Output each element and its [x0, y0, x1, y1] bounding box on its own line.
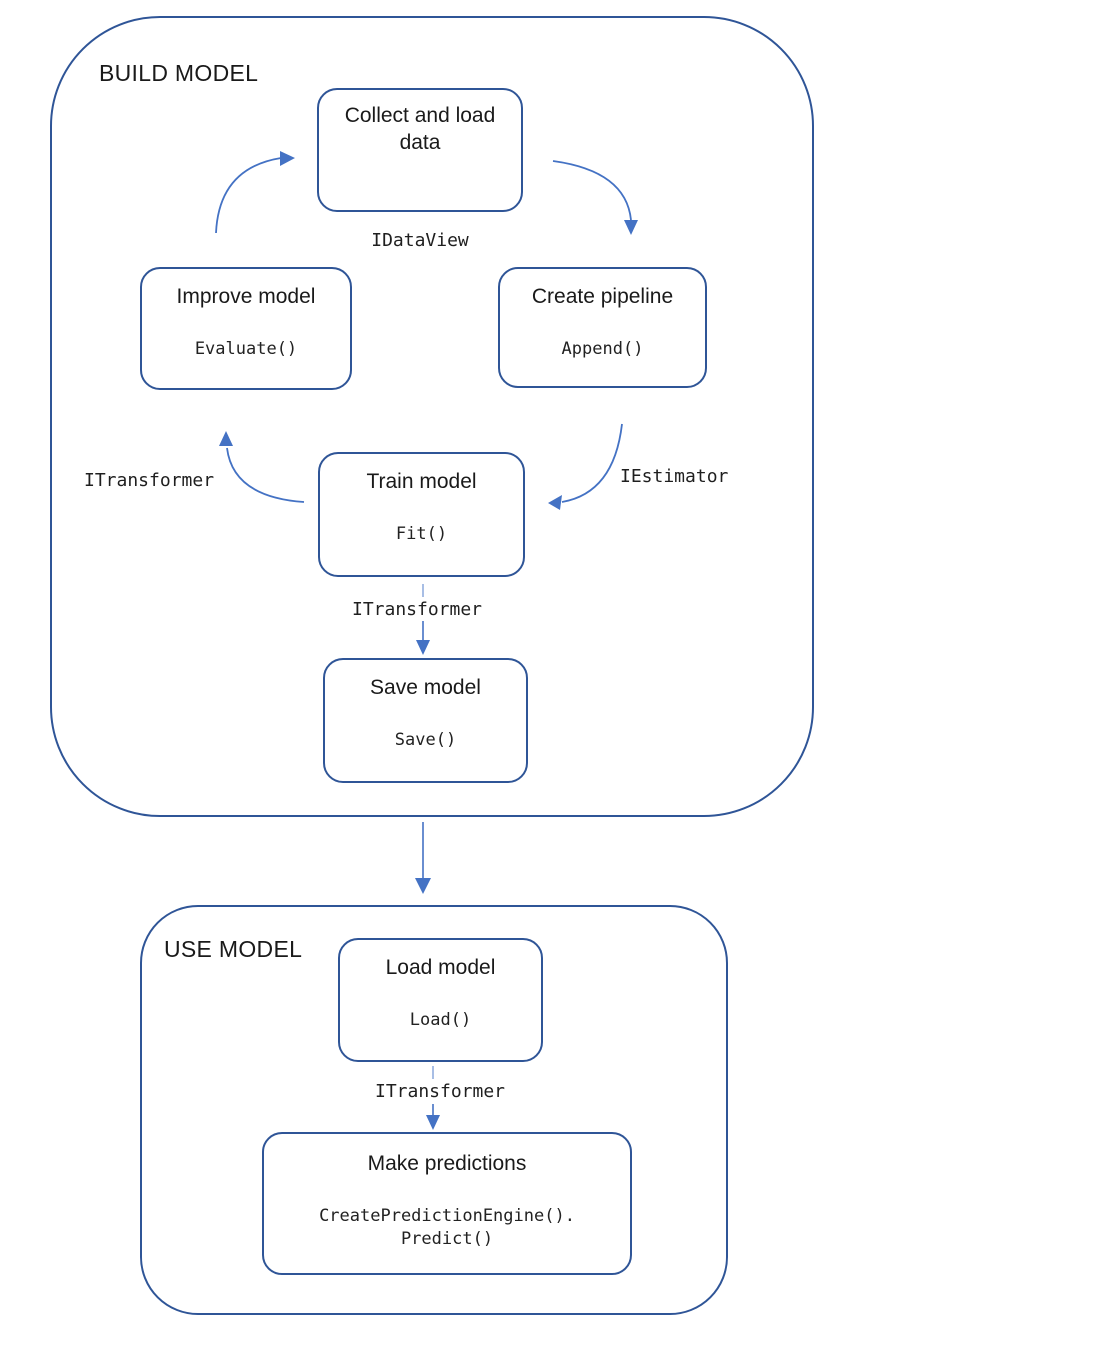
node-code: CreatePredictionEngine(). Predict() — [319, 1206, 575, 1249]
node-make-predictions: Make predictions CreatePredictionEngine(… — [262, 1132, 632, 1275]
node-title: Improve model — [176, 285, 316, 308]
node-title: Save model — [370, 676, 481, 699]
build-model-label: BUILD MODEL — [99, 60, 259, 86]
node-improve-model: Improve model Evaluate() — [140, 267, 352, 390]
node-create-pipeline: Create pipeline Append() — [498, 267, 707, 388]
node-title: Make predictions — [367, 1152, 527, 1175]
node-code: Load() — [409, 1010, 472, 1030]
edge-label-itransformer-train-save: ITransformer — [351, 599, 483, 620]
node-collect-and-load-data: Collect and load data — [317, 88, 523, 212]
node-title: Train model — [366, 470, 477, 493]
node-load-model: Load model Load() — [338, 938, 543, 1062]
node-title: Create pipeline — [531, 285, 674, 308]
use-model-label: USE MODEL — [164, 936, 303, 962]
node-code: Fit() — [395, 524, 448, 544]
node-title: Load model — [385, 956, 496, 979]
edge-label-itransformer-load-predict: ITransformer — [374, 1081, 506, 1102]
edge-label-iestimator: IEstimator — [620, 466, 729, 487]
arrow-build-to-use — [415, 822, 431, 894]
node-title: Collect and load data — [344, 104, 496, 154]
build-model-frame — [50, 16, 814, 817]
use-model-frame — [140, 905, 728, 1315]
node-train-model: Train model Fit() — [318, 452, 525, 577]
edge-label-idataview: IDataView — [371, 230, 469, 251]
node-save-model: Save model Save() — [323, 658, 528, 783]
node-code: Save() — [394, 730, 457, 750]
node-code: Evaluate() — [194, 339, 298, 359]
node-code: Append() — [561, 339, 644, 359]
edge-label-itransformer-left: ITransformer — [84, 470, 215, 491]
